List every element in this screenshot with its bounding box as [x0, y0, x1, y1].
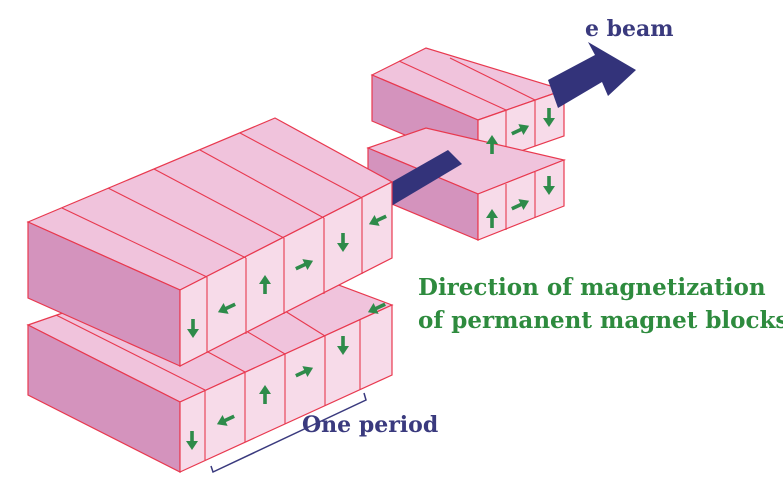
magnet-front-face [179, 181, 393, 367]
beam-arrowhead-icon [548, 42, 636, 108]
magnetization-label-line1: Direction of magnetization [418, 274, 766, 301]
segment-lines [505, 172, 536, 230]
period-bracket [210, 392, 367, 474]
segment-lines [61, 132, 363, 353]
beam-label: e beam [585, 16, 674, 42]
magnetization-label-line2: of permanent magnet blocks [418, 307, 783, 334]
period-label: One period [302, 412, 438, 438]
left-upper-magnet-array [26, 117, 394, 367]
